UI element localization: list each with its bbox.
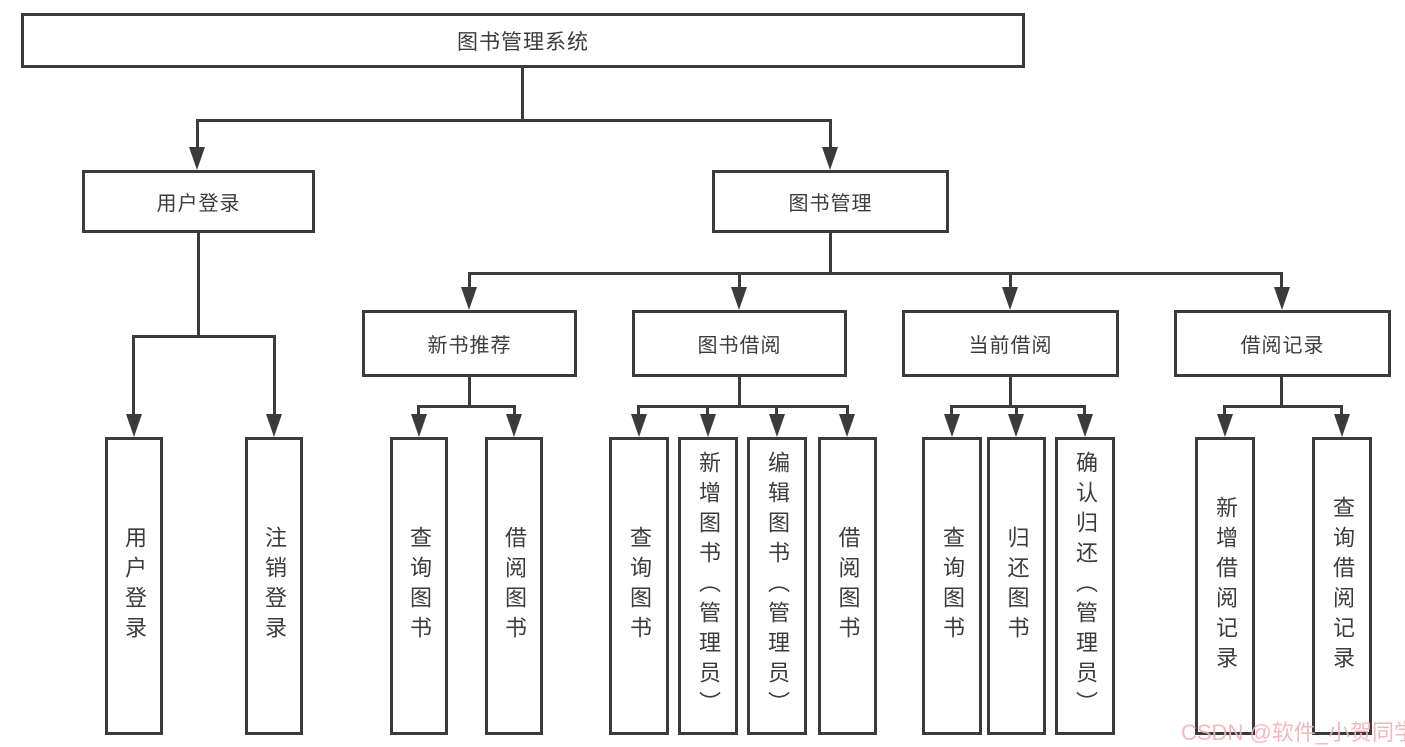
leaf-borrow-books-recommend: 借阅图书 — [485, 437, 543, 735]
connector-drop — [706, 405, 709, 417]
node-user-login: 用户登录 — [82, 170, 315, 233]
node-label: 当前借阅 — [968, 335, 1053, 357]
connector-new-book-bar — [417, 405, 516, 408]
arrow-down-icon — [506, 414, 522, 437]
node-label: 借阅图书 — [502, 526, 527, 646]
arrow-down-icon — [126, 414, 142, 437]
node-label: 查询图书 — [407, 526, 432, 646]
node-label: 注销登录 — [262, 526, 287, 646]
arrow-down-icon — [411, 414, 427, 437]
connector-drop-leaf-user-login — [132, 335, 135, 416]
node-label: 新增图书（管理员） — [696, 451, 721, 721]
connector-drop-book-borrow — [738, 272, 741, 288]
connector-new-book-stem — [468, 377, 471, 405]
arrow-down-icon — [1002, 287, 1018, 310]
leaf-add-borrow-record: 新增借阅记录 — [1195, 437, 1255, 735]
node-book-management: 图书管理 — [712, 170, 949, 233]
connector-book-management-stem — [829, 233, 832, 272]
connector-drop — [1223, 405, 1226, 417]
arrow-down-icon — [731, 287, 747, 310]
node-label: 查询图书 — [627, 526, 652, 646]
node-label: 编辑图书（管理员） — [765, 451, 790, 721]
arrow-down-icon — [944, 414, 960, 437]
connector-drop-current-borrow — [1009, 272, 1012, 288]
node-label: 用户登录 — [156, 193, 241, 215]
leaf-borrow-books-borrowing: 借阅图书 — [818, 437, 877, 735]
node-label: 归还图书 — [1004, 526, 1030, 646]
arrow-down-icon — [769, 414, 785, 437]
connector-drop-leaf-logout — [273, 335, 276, 416]
connector-drop-book-management — [829, 119, 832, 149]
arrow-down-icon — [266, 414, 282, 437]
connector-drop — [846, 405, 849, 417]
connector-book-management-bar — [468, 272, 1283, 275]
csdn-watermark: CSDN @软件_小贺同学 — [1181, 720, 1405, 745]
leaf-add-books-admin: 新增图书（管理员） — [678, 437, 738, 735]
connector-drop-new-book — [468, 272, 471, 288]
leaf-query-books-recommend: 查询图书 — [390, 437, 448, 735]
connector-user-login-stem — [197, 233, 200, 335]
arrow-down-icon — [461, 287, 477, 310]
node-library-management-system: 图书管理系统 — [21, 13, 1025, 68]
leaf-query-borrow-record: 查询借阅记录 — [1312, 437, 1372, 735]
connector-current-borrow-stem — [1009, 377, 1012, 405]
node-label: 借阅记录 — [1240, 335, 1325, 357]
connector-drop — [513, 405, 516, 417]
node-label: 确认归还（管理员） — [1073, 451, 1098, 721]
connector-book-borrow-stem — [738, 377, 741, 405]
leaf-user-login: 用户登录 — [105, 437, 163, 735]
arrow-down-icon — [631, 414, 647, 437]
node-label: 图书管理系统 — [457, 30, 589, 54]
arrow-down-icon — [1274, 287, 1290, 310]
leaf-confirm-return-admin: 确认归还（管理员） — [1055, 437, 1115, 735]
connector-root-bar — [196, 119, 832, 122]
connector-drop — [1015, 405, 1018, 417]
leaf-query-books-current: 查询图书 — [922, 437, 982, 735]
arrow-down-icon — [1334, 414, 1350, 437]
node-borrowing-records: 借阅记录 — [1174, 310, 1391, 377]
arrow-down-icon — [700, 414, 716, 437]
leaf-return-books: 归还图书 — [987, 437, 1046, 735]
leaf-query-books-borrowing: 查询图书 — [609, 437, 669, 735]
connector-drop-borrow-record — [1280, 272, 1283, 288]
node-label: 借阅图书 — [835, 526, 861, 646]
arrow-down-icon — [839, 414, 855, 437]
connector-drop-user-login — [196, 119, 199, 149]
arrow-down-icon — [1217, 414, 1233, 437]
connector-borrow-record-bar — [1223, 405, 1343, 408]
connector-drop — [1083, 405, 1086, 417]
connector-user-login-bar — [132, 335, 276, 338]
connector-current-borrow-bar — [950, 405, 1086, 408]
node-book-borrowing: 图书借阅 — [632, 310, 847, 377]
node-label: 用户登录 — [122, 526, 147, 646]
arrow-down-icon — [1077, 414, 1093, 437]
node-label: 查询图书 — [940, 526, 965, 646]
node-label: 图书管理 — [788, 193, 873, 215]
arrow-down-icon — [1008, 414, 1024, 437]
arrow-down-icon — [189, 147, 205, 170]
connector-drop — [417, 405, 420, 417]
connector-drop — [1340, 405, 1343, 417]
node-new-book-recommendation: 新书推荐 — [362, 310, 577, 377]
connector-root-stem — [521, 68, 524, 119]
node-label: 新增借阅记录 — [1213, 496, 1238, 676]
node-label: 新书推荐 — [427, 335, 512, 357]
leaf-edit-books-admin: 编辑图书（管理员） — [747, 437, 807, 735]
connector-borrow-record-stem — [1280, 377, 1283, 405]
node-label: 图书借阅 — [697, 335, 782, 357]
connector-drop — [775, 405, 778, 417]
node-current-borrowing: 当前借阅 — [902, 310, 1119, 377]
arrow-down-icon — [822, 147, 838, 170]
connector-book-borrow-bar — [637, 405, 848, 408]
connector-drop — [950, 405, 953, 417]
connector-drop — [637, 405, 640, 417]
node-label: 查询借阅记录 — [1330, 496, 1355, 676]
leaf-logout: 注销登录 — [245, 437, 303, 735]
